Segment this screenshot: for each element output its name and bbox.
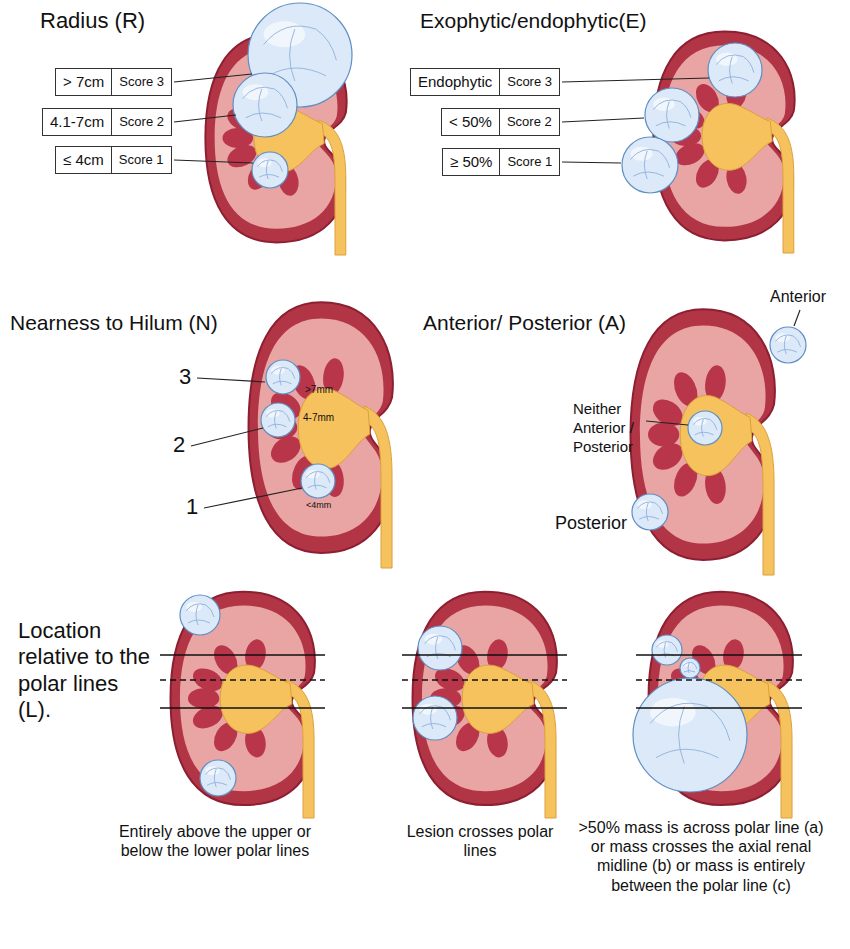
midline (160, 679, 325, 681)
score-value: Score 2 (499, 109, 559, 135)
distance-label: 4-7mm (303, 412, 334, 424)
leader-line (646, 421, 688, 425)
leader-line (562, 162, 621, 163)
score-box: ≤ 4cmScore 1 (55, 146, 172, 174)
score-value: Score 1 (111, 147, 171, 173)
polar-line (636, 654, 802, 656)
score-value: Score 3 (499, 69, 559, 95)
size-range: > 7cm (56, 69, 111, 95)
tumor (680, 658, 700, 678)
criterion-note: Entirely above the upper or below the lo… (115, 822, 315, 860)
tumor (252, 152, 288, 188)
score-value: Score 2 (111, 109, 171, 135)
polar-lines (160, 655, 802, 708)
score-box: EndophyticScore 3 (410, 68, 560, 96)
tumor (266, 360, 300, 394)
distance-label: <4mm (306, 500, 331, 511)
midline (636, 679, 802, 681)
score-value: Score 3 (111, 69, 171, 95)
score-box: < 50%Score 2 (441, 108, 560, 136)
criterion-note: >50% mass is across polar line (a) or ma… (572, 818, 830, 895)
panel-heading: Radius (R) (40, 8, 145, 34)
tumor (622, 137, 678, 193)
polar-line (160, 707, 325, 709)
tumor (652, 635, 682, 665)
panel-heading: Location relative to the polar lines (L)… (18, 618, 153, 724)
kidney (171, 592, 315, 818)
leader-line (204, 488, 302, 508)
tumor (708, 43, 762, 97)
score-box: 4.1-7cmScore 2 (42, 108, 172, 136)
tumor (418, 626, 462, 670)
position-label: Neither Anterior / Posterior (573, 400, 668, 456)
size-range: 4.1-7cm (43, 109, 111, 135)
panel-heading: Nearness to Hilum (N) (10, 310, 218, 335)
leader-line (174, 115, 236, 122)
callout-number: 2 (173, 432, 185, 458)
size-range: ≥ 50% (443, 149, 499, 175)
tumor (233, 73, 297, 137)
kidney (249, 302, 393, 568)
tumor (261, 403, 295, 437)
tumor (301, 464, 335, 498)
tumor (645, 88, 699, 142)
tumor (413, 696, 457, 740)
position-label: Anterior (770, 287, 826, 306)
criterion-note: Lesion crosses polar lines (390, 822, 570, 860)
leader-lines (174, 74, 253, 163)
tumor (633, 678, 747, 792)
leader-line (562, 78, 709, 82)
score-box: ≥ 50%Score 1 (442, 148, 560, 176)
polar-line (636, 707, 802, 709)
distance-label: >7mm (305, 384, 333, 396)
leader-line (174, 74, 252, 82)
size-range: ≤ 4cm (56, 147, 111, 173)
position-label: Posterior (555, 513, 627, 535)
tumor (770, 327, 806, 363)
size-range: < 50% (442, 109, 499, 135)
score-box: > 7cmScore 3 (55, 68, 172, 96)
tumor (632, 494, 668, 530)
panel-heading: Anterior/ Posterior (A) (423, 310, 626, 335)
leader-lines (562, 78, 709, 163)
leader-lines (646, 310, 800, 425)
midline (402, 679, 567, 681)
size-range: Endophytic (411, 69, 499, 95)
kidney (631, 309, 775, 575)
leader-line (794, 310, 800, 326)
score-value: Score 1 (499, 149, 559, 175)
tumor (200, 760, 236, 796)
polar-line (402, 707, 567, 709)
callout-number: 1 (186, 494, 198, 520)
leader-lines (191, 378, 302, 508)
panel-heading: Exophytic/endophytic(E) (420, 8, 646, 33)
tumor (180, 595, 220, 635)
leader-line (191, 428, 263, 446)
leader-line (562, 118, 644, 122)
tumor (688, 411, 722, 445)
polar-line (402, 654, 567, 656)
kidney (413, 592, 557, 818)
leader-line (174, 160, 253, 163)
leader-line (197, 378, 265, 382)
callout-number: 3 (179, 364, 191, 390)
polar-line (160, 654, 325, 656)
